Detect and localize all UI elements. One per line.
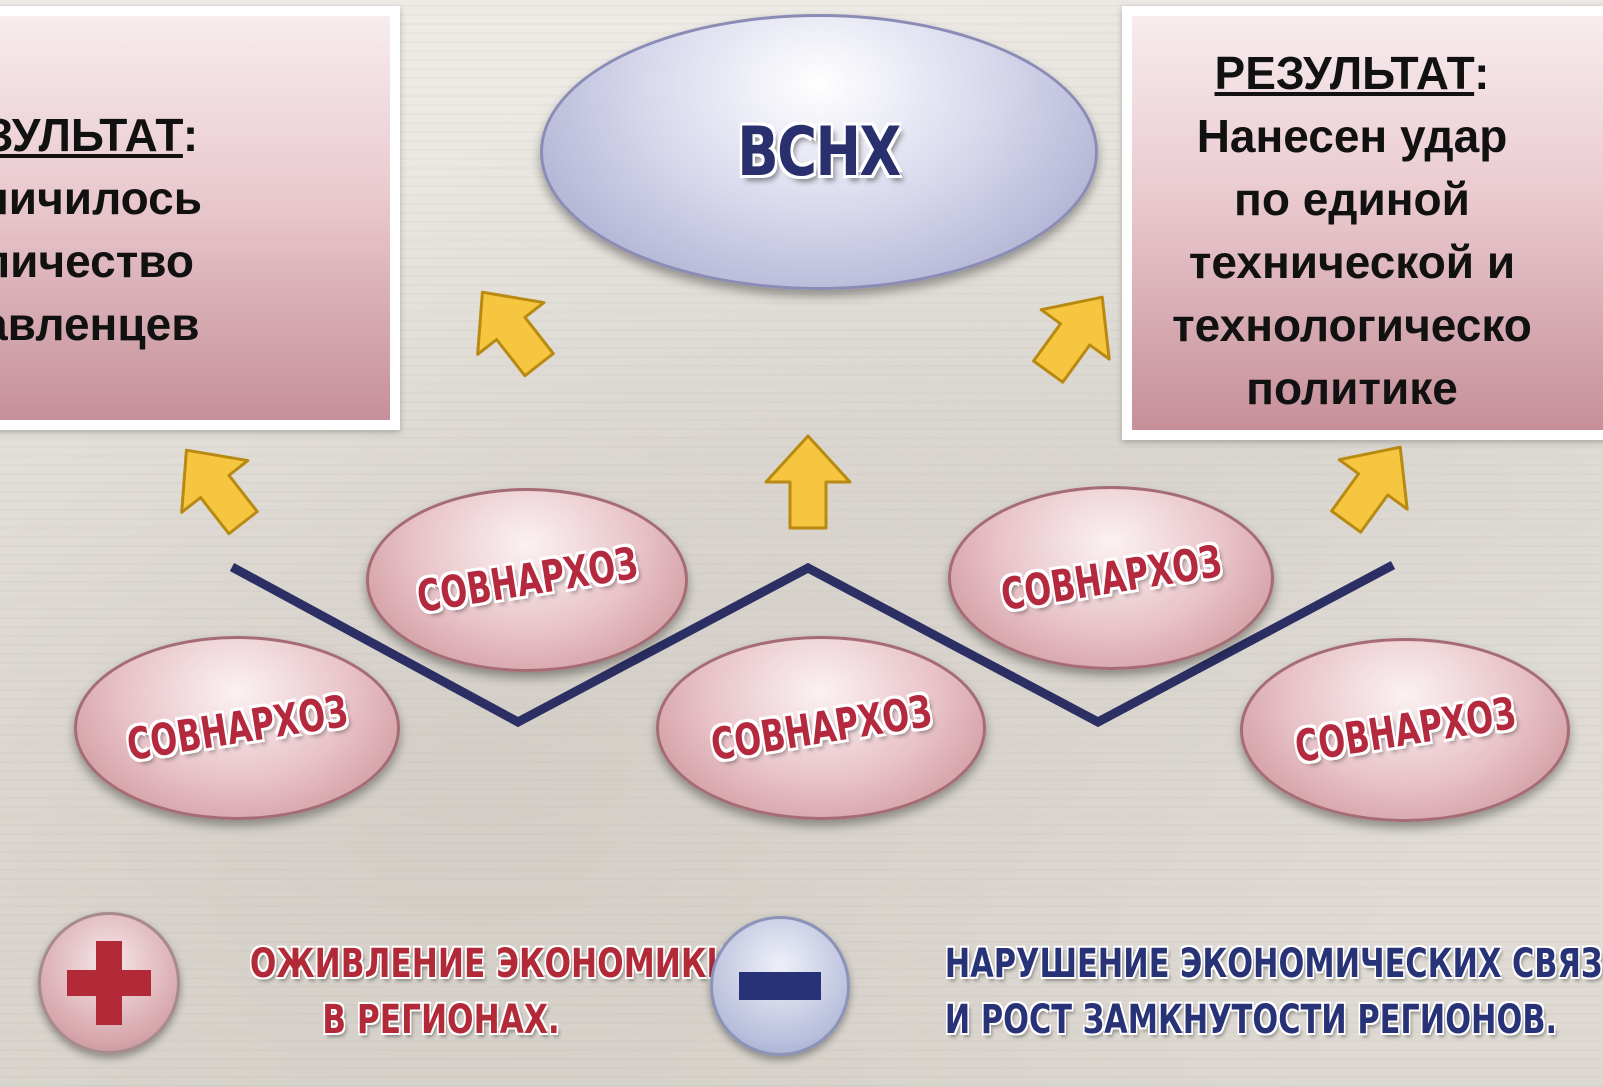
right-result-line: по единой [1234, 173, 1470, 225]
sovnarkhoz-node: СОВНАРХОЗ [656, 636, 986, 820]
left-result-line: оличество [0, 235, 195, 287]
plus-icon [67, 941, 151, 1025]
right-result-box: РЕЗУЛЬТАТ: Нанесен удар по единой технич… [1122, 6, 1603, 440]
cons-line: НАРУШЕНИЕ ЭКОНОМИЧЕСКИХ СВЯЗЕЙ [944, 941, 1603, 987]
right-result-text: РЕЗУЛЬТАТ: Нанесен удар по единой технич… [1142, 42, 1562, 420]
sovnarkhoz-label: СОВНАРХОЗ [707, 685, 935, 771]
right-result-line: политике [1246, 362, 1458, 414]
left-result-heading: ЕЗУЛЬТАТ [0, 109, 183, 161]
up-arrow-icon [764, 434, 852, 530]
left-result-box: ЕЗУЛЬТАТ: еличилось оличество равленцев [0, 6, 400, 430]
up-arrow-icon [1032, 295, 1111, 384]
sovnarkhoz-node: СОВНАРХОЗ [1240, 638, 1570, 822]
right-result-line: технической и [1188, 236, 1516, 288]
up-arrow-icon [180, 448, 259, 536]
right-result-colon: : [1474, 47, 1490, 99]
zigzag-connector-line [229, 561, 1396, 728]
vsnh-label: ВСНХ [737, 112, 902, 192]
up-arrow-icon [476, 290, 555, 378]
sovnarkhoz-label: СОВНАРХОЗ [997, 535, 1225, 621]
sovnarkhoz-label: СОВНАРХОЗ [413, 537, 641, 623]
right-result-heading: РЕЗУЛЬТАТ [1214, 47, 1475, 99]
pros-line: ОЖИВЛЕНИЕ ЭКОНОМИКИ [249, 941, 733, 987]
left-result-text: ЕЗУЛЬТАТ: еличилось оличество равленцев [0, 104, 364, 356]
minus-badge [710, 916, 850, 1056]
left-result-line: равленцев [0, 298, 200, 350]
left-result-line: еличилось [0, 172, 203, 224]
sovnarkhoz-label: СОВНАРХОЗ [1291, 687, 1519, 773]
left-result-colon: : [182, 109, 199, 161]
sovnarkhoz-label: СОВНАРХОЗ [123, 685, 351, 771]
right-result-line: Нанесен удар [1196, 110, 1508, 162]
sovnarkhoz-node: СОВНАРХОЗ [74, 636, 400, 820]
cons-text: НАРУШЕНИЕ ЭКОНОМИЧЕСКИХ СВЯЗЕЙ И РОСТ ЗА… [856, 936, 1603, 1048]
plus-badge [38, 912, 180, 1054]
pros-text: ОЖИВЛЕНИЕ ЭКОНОМИКИ В РЕГИОНАХ. [196, 936, 733, 1048]
pros-line: В РЕГИОНАХ. [322, 997, 560, 1043]
vsnh-node: ВСНХ [540, 14, 1098, 290]
cons-line: И РОСТ ЗАМКНУТОСТИ РЕГИОНОВ. [944, 997, 1558, 1043]
right-result-line: технологическо [1172, 299, 1532, 351]
up-arrow-icon [1330, 445, 1409, 534]
minus-icon [739, 972, 821, 1000]
sovnarkhoz-node: СОВНАРХОЗ [948, 486, 1274, 670]
sovnarkhoz-node: СОВНАРХОЗ [366, 488, 688, 672]
